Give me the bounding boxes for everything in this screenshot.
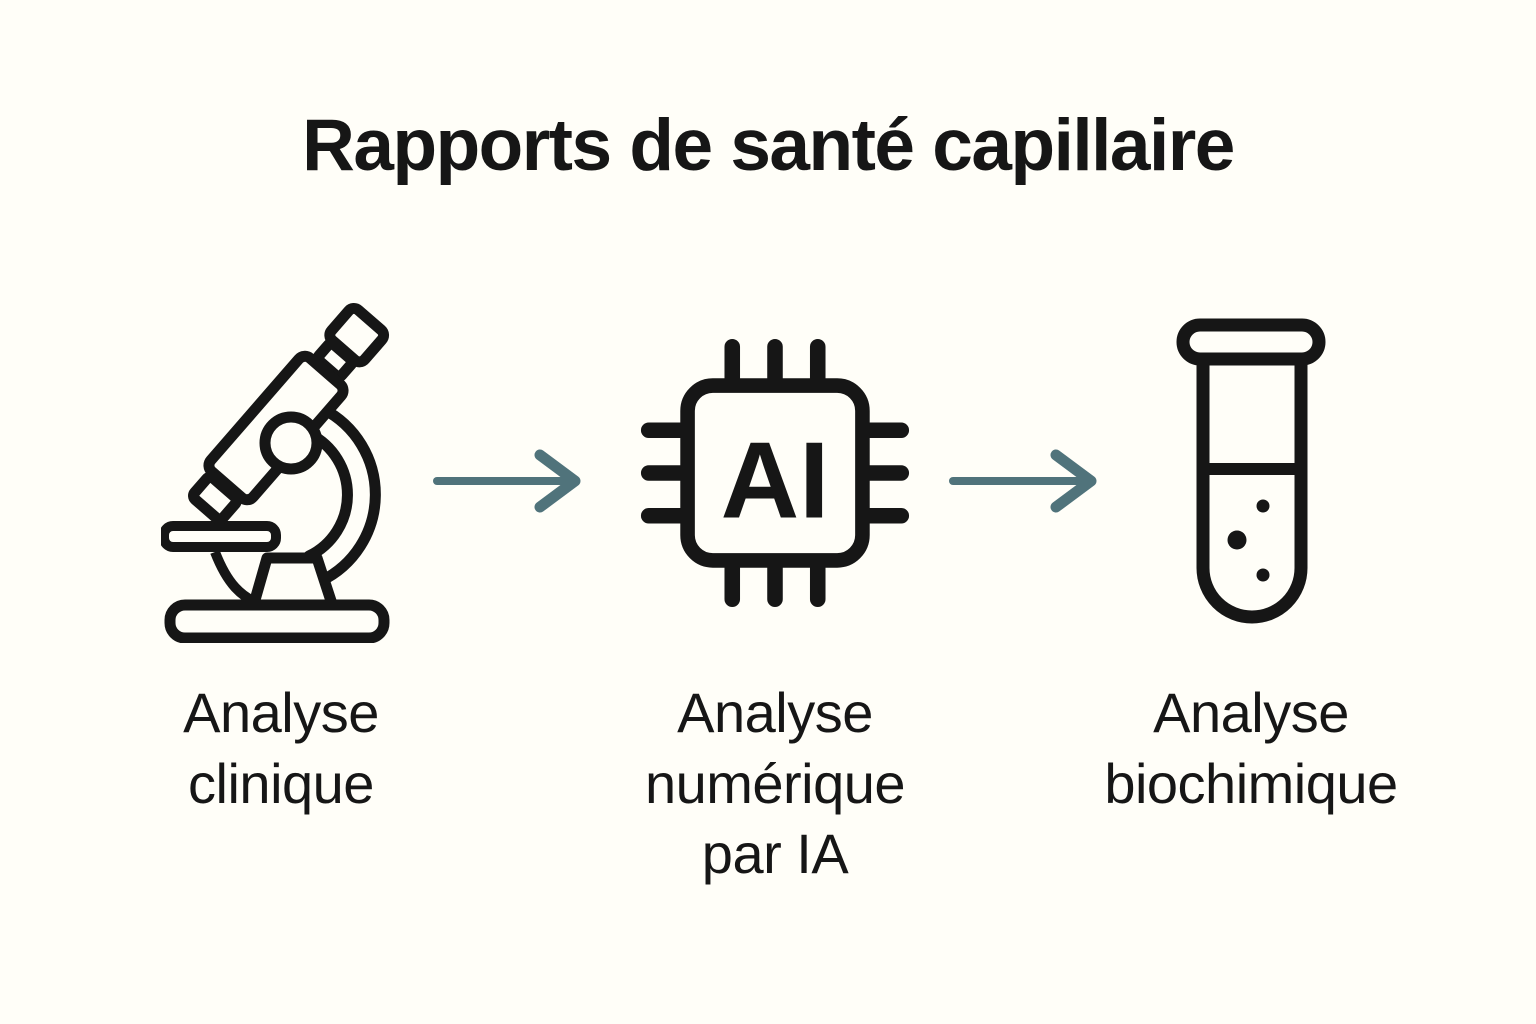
arrow-right-icon (947, 449, 1099, 518)
chip-label: AI (721, 420, 830, 541)
ai-chip-icon: AI (639, 300, 911, 645)
microscope-icon (161, 300, 401, 645)
page-title: Rapports de santé capillaire (302, 105, 1235, 186)
step-clinical-analysis: Analyse clinique (130, 300, 432, 819)
step-label-ai: Analyse numérique par IA (644, 681, 906, 886)
step-label-clinical: Analyse clinique (183, 681, 379, 815)
step-ai-digital-analysis: AI Analyse numérique par IA (604, 300, 946, 890)
test-tube-icon (1171, 300, 1331, 645)
step-biochemical-analysis: Analyse biochimique (1058, 300, 1444, 819)
step-label-biochemical: Analyse biochimique (1104, 681, 1398, 815)
arrow-right-icon (431, 449, 583, 518)
